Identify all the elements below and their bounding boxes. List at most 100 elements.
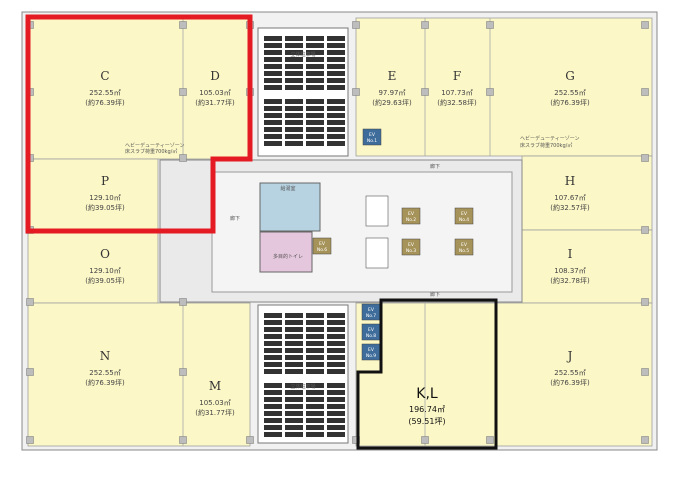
parking-slot xyxy=(264,327,282,332)
elevator-number: No.3 xyxy=(406,248,416,254)
pink-room xyxy=(259,231,313,273)
parking-slot xyxy=(285,320,303,325)
unit-j-tsubo: (約76.39坪) xyxy=(550,378,590,387)
column xyxy=(26,436,34,444)
parking-slot xyxy=(327,362,345,367)
parking-slot xyxy=(327,78,345,83)
column xyxy=(641,298,649,306)
column xyxy=(179,436,187,444)
parking-slot xyxy=(306,113,324,118)
parking-slot xyxy=(306,78,324,83)
elevator-label: EV xyxy=(408,242,415,248)
parking-slot xyxy=(306,57,324,62)
column xyxy=(421,436,429,444)
unit-g-area: 252.55㎡ xyxy=(554,89,586,97)
parking-slot xyxy=(306,390,324,395)
parking-slot xyxy=(327,313,345,318)
unit-p-name: P xyxy=(101,174,109,188)
parking-slot xyxy=(264,383,282,388)
parking-slot xyxy=(264,141,282,146)
parking-slot xyxy=(327,355,345,360)
corridor-label-top: 廊下 xyxy=(430,163,440,170)
stairs xyxy=(365,195,389,269)
highlight-kl-name: K,L xyxy=(416,386,438,402)
parking-slot xyxy=(264,64,282,69)
elevator-group: EVNo.1EVNo.2EVNo.3EVNo.4EVNo.5EVNo.6EVNo… xyxy=(312,128,474,361)
parking-slot xyxy=(306,334,324,339)
parking-slot xyxy=(264,78,282,83)
parking-slot xyxy=(306,355,324,360)
unit-i-area: 108.37㎡ xyxy=(554,267,586,275)
parking-slot xyxy=(306,425,324,430)
parking-slot xyxy=(327,369,345,374)
parking-slot xyxy=(264,57,282,62)
heavy-duty-right-1: ヘビーデューティーゾーン xyxy=(520,135,579,142)
parking-slot xyxy=(327,432,345,437)
parking-slot xyxy=(306,397,324,402)
parking-slot xyxy=(264,127,282,132)
parking-slot xyxy=(264,106,282,111)
unit-p-tsubo: (約39.05坪) xyxy=(85,203,125,212)
column xyxy=(641,226,649,234)
unit-o-tsubo: (約39.05坪) xyxy=(85,276,125,285)
column xyxy=(641,436,649,444)
elevator-number: No.2 xyxy=(406,217,416,223)
unit-c-area: 252.55㎡ xyxy=(89,89,121,97)
parking-slot xyxy=(285,369,303,374)
parking-slot xyxy=(285,71,303,76)
parking-slot xyxy=(327,320,345,325)
parking-slot xyxy=(264,411,282,416)
parking-slot xyxy=(264,120,282,125)
unit-j-area: 252.55㎡ xyxy=(554,369,586,377)
parking-slot xyxy=(264,313,282,318)
unit-c-tsubo: (約76.39坪) xyxy=(85,98,125,107)
column xyxy=(26,368,34,376)
elevator-label: EV xyxy=(368,347,375,353)
column xyxy=(246,436,254,444)
elevator-number: No.8 xyxy=(366,333,376,339)
parking-slot xyxy=(285,134,303,139)
parking-slot xyxy=(306,432,324,437)
parking-slot xyxy=(285,120,303,125)
parking-slot xyxy=(285,327,303,332)
unit-f-name: F xyxy=(453,69,461,83)
elevator-car xyxy=(401,238,421,256)
parking-slot xyxy=(327,425,345,430)
parking-slot xyxy=(264,362,282,367)
elevator-label: EV xyxy=(461,242,468,248)
elevator-car xyxy=(401,207,421,225)
column xyxy=(641,88,649,96)
parking-slot xyxy=(264,425,282,430)
parking-slot xyxy=(285,390,303,395)
elevator-car xyxy=(362,128,382,146)
parking-slot xyxy=(264,432,282,437)
unit-g-tsubo: (約76.39坪) xyxy=(550,98,590,107)
column xyxy=(486,88,494,96)
parking-slot xyxy=(327,57,345,62)
elevator-number: No.7 xyxy=(366,313,376,319)
parking-slot xyxy=(327,43,345,48)
parking-slot xyxy=(327,36,345,41)
parking-slot xyxy=(327,113,345,118)
unit-h-tsubo: (約32.57坪) xyxy=(550,203,590,212)
parking-slot xyxy=(285,383,303,388)
elevator-number: No.1 xyxy=(367,138,377,144)
parking-slot xyxy=(306,418,324,423)
parking-slot xyxy=(327,383,345,388)
corridor-label-left: 廊下 xyxy=(230,215,240,222)
parking-slot xyxy=(264,85,282,90)
tenant-zones xyxy=(27,17,653,447)
elevator-label: EV xyxy=(408,211,415,217)
column xyxy=(486,21,494,29)
unit-n-name: N xyxy=(100,349,111,363)
parking-slot xyxy=(306,313,324,318)
column xyxy=(421,88,429,96)
column xyxy=(179,154,187,162)
blue-room xyxy=(259,182,321,232)
parking-slot xyxy=(306,341,324,346)
unit-j-name: J xyxy=(566,349,573,363)
parking-slot xyxy=(306,50,324,55)
parking-slot xyxy=(264,341,282,346)
unit-c-name: C xyxy=(100,69,109,83)
parking-slot xyxy=(285,106,303,111)
